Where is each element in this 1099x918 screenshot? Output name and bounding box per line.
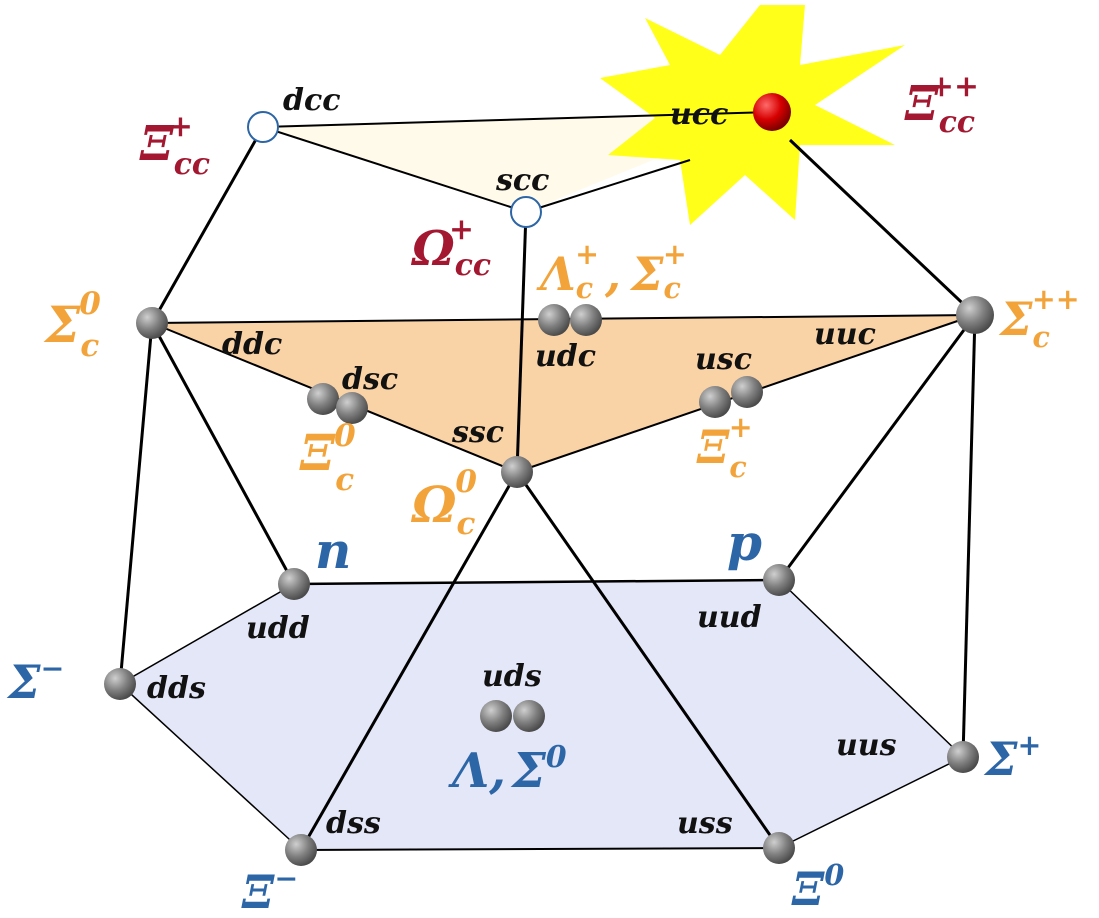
node-ssc [501,456,533,488]
label-xi-c-zero: Ξc0 [299,418,356,498]
quark-label-uus: uus [836,728,897,763]
quark-label-ucc: ucc [670,97,728,132]
label-xi-cc-plus: Ξcc+ [139,109,210,182]
node-udc-a [538,304,570,336]
nodes [104,93,994,866]
quark-label-udd: udd [246,611,310,646]
middle-plane [152,315,975,472]
label-sigma-plus: Σ+ [983,728,1041,786]
node-uus [947,741,979,773]
node-uss [763,832,795,864]
label-neutron: n [315,521,351,580]
quark-label-uss: uss [677,806,733,841]
node-dsc-b [336,392,368,424]
starburst [600,5,905,225]
node-uud [763,564,795,596]
node-ddc [136,307,168,339]
label-sigma-minus: Σ− [6,651,64,709]
node-dcc [247,111,279,143]
node-usc-a [699,386,731,418]
label-omega-cc-plus: Ωcc+ [410,212,491,283]
quark-label-ssc: ssc [451,415,504,450]
node-udc-b [570,304,602,336]
quark-label-dds: dds [147,671,206,706]
quark-label-uds: uds [482,659,542,694]
quark-label-uuc: uuc [814,317,876,352]
node-dss [285,834,317,866]
node-uds-b [513,700,545,732]
quark-label-dsc: dsc [342,362,398,397]
quark-label-scc: scc [495,163,549,198]
label-xi-c-plus: Ξc+ [696,410,753,484]
node-uds-a [480,700,512,732]
node-scc [510,196,542,228]
label-lambda-sigma-zero: Λ,Σ0 [448,740,567,799]
quark-label-udc: udc [535,339,596,374]
label-xi-cc-plusplus: Ξcc++ [904,69,979,140]
node-ucc [753,93,791,131]
quark-label-dcc: dcc [283,83,341,118]
quark-label-ddc: ddc [222,327,282,362]
label-xi-minus: Ξ− [241,861,298,918]
node-uuc [956,296,994,334]
label-omega-c-zero: Ωc0 [410,464,477,542]
node-udd [278,568,310,600]
quark-labels: dcc ucc scc ddc udc uuc dsc usc ssc udd … [147,83,897,841]
label-xi-zero: Ξ0 [791,858,844,916]
label-sigma-c-plusplus: Σc++ [998,282,1080,354]
label-proton: p [727,513,762,572]
quark-label-uud: uud [697,600,762,635]
node-dds [104,668,136,700]
quark-label-dss: dss [326,806,381,841]
label-lambda-sigma-c-plus: Λc+,Σc+ [536,237,687,305]
quark-label-usc: usc [695,342,752,377]
label-sigma-c-zero: Σc0 [43,286,101,364]
node-dsc-a [307,383,339,415]
node-usc-b [731,376,763,408]
particle-labels: Ξcc+ Ξcc++ Ωcc+ Λc+,Σc+ Σc0 Σc++ Ξc0 Ξc+… [6,69,1080,918]
